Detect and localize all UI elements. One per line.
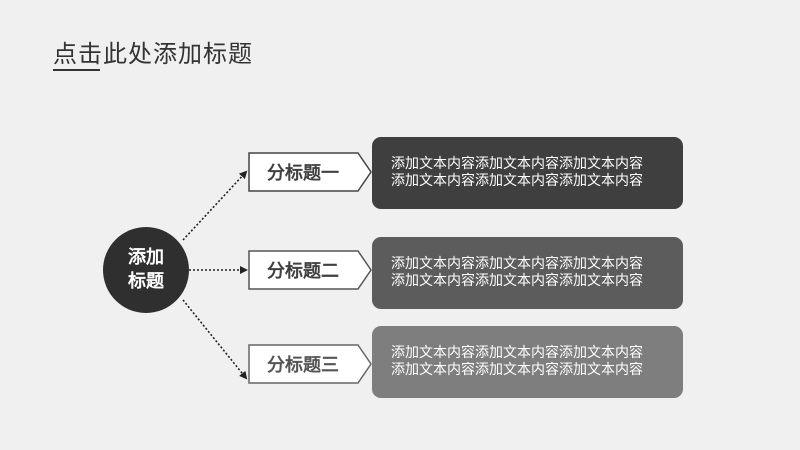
center-circle[interactable]: 添加 标题 <box>103 227 189 313</box>
center-label-line1: 添加 <box>128 247 164 268</box>
center-label-line2: 标题 <box>128 271 164 292</box>
title-underline <box>53 69 100 71</box>
content-text-2-line1: 添加文本内容添加文本内容添加文本内容 <box>391 256 643 272</box>
content-box-2[interactable]: 添加文本内容添加文本内容添加文本内容 添加文本内容添加文本内容添加文本内容 <box>372 237 683 309</box>
content-box-3[interactable]: 添加文本内容添加文本内容添加文本内容 添加文本内容添加文本内容添加文本内容 <box>372 326 683 398</box>
subtitle-label-3: 分标题三 <box>267 355 339 376</box>
content-box-1[interactable]: 添加文本内容添加文本内容添加文本内容 添加文本内容添加文本内容添加文本内容 <box>372 137 683 209</box>
tag-shape-icon <box>248 344 372 384</box>
content-text-2-line2: 添加文本内容添加文本内容添加文本内容 <box>391 273 643 289</box>
subtitle-tag-3[interactable]: 分标题三 <box>248 344 372 384</box>
content-text-3-line2: 添加文本内容添加文本内容添加文本内容 <box>391 362 643 378</box>
slide-title[interactable]: 点击此处添加标题 <box>53 40 253 68</box>
subtitle-tag-1[interactable]: 分标题一 <box>248 152 372 192</box>
content-text-3-line1: 添加文本内容添加文本内容添加文本内容 <box>391 345 643 361</box>
subtitle-label-1: 分标题一 <box>267 163 339 184</box>
content-text-1-line1: 添加文本内容添加文本内容添加文本内容 <box>391 156 643 172</box>
subtitle-label-2: 分标题二 <box>267 261 339 282</box>
tag-shape-icon <box>248 152 372 192</box>
content-text-1-line2: 添加文本内容添加文本内容添加文本内容 <box>391 173 643 189</box>
tag-shape-icon <box>248 250 372 290</box>
connector-arrow-3 <box>182 299 248 380</box>
subtitle-tag-2[interactable]: 分标题二 <box>248 250 372 290</box>
connector-arrow-1 <box>182 170 248 241</box>
